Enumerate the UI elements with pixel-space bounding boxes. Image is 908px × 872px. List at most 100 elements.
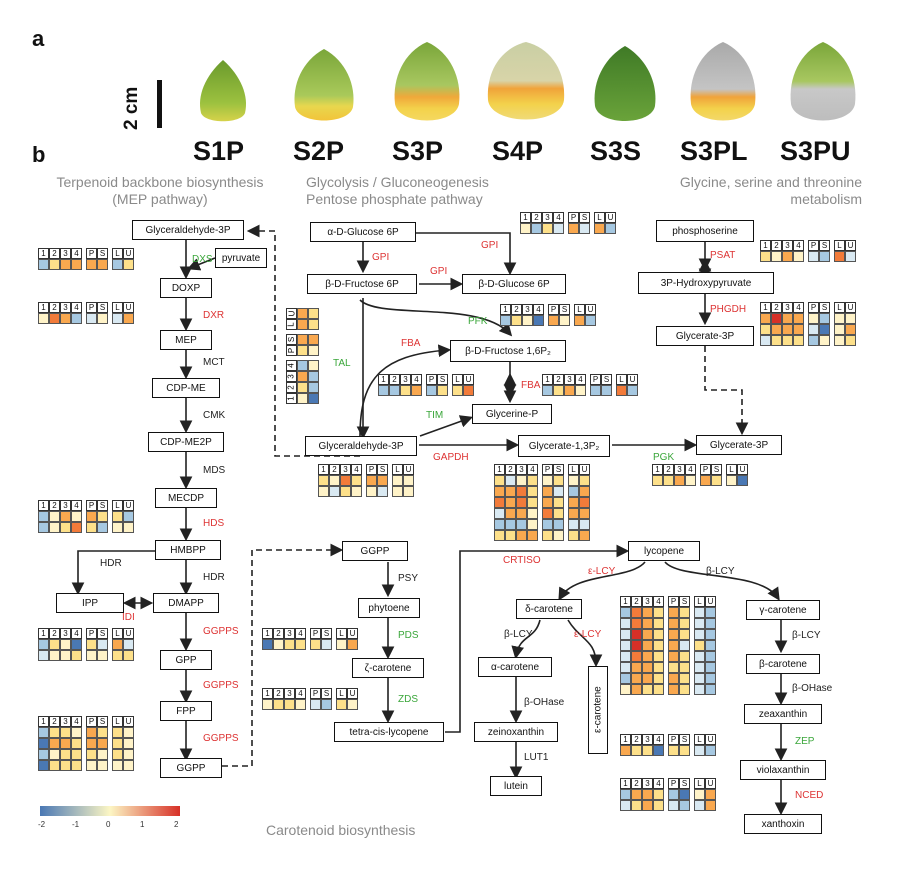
heatmap-header-cell: U [347,628,358,639]
heatmap-cell [97,313,108,324]
heatmap-cell [49,639,60,650]
enzyme-idi: IDI [122,612,135,623]
enzyme-mds: MDS [203,465,226,476]
stage-label-s1p: S1P [193,136,245,166]
heatmap-cell [652,475,663,486]
heatmap-header-cell: 3 [286,371,297,382]
heatmap-header-cell: L [452,374,463,385]
heatmap-cell [60,738,71,749]
heatmap-header-cell: 4 [793,302,804,313]
heatmap-cell [351,475,362,486]
heatmap-cell [297,371,308,382]
heatmap-cell [437,385,448,396]
node-delta-carotene: δ-carotene [516,599,582,619]
heatmap-cell [297,334,308,345]
heatmap-header-cell: 2 [49,628,60,639]
heatmap-header-cell: 3 [60,628,71,639]
heatmap-cell [411,385,422,396]
heatmap-header-cell: 2 [771,240,782,251]
heatmap-cell [527,508,538,519]
heatmap-header-cell: 3 [642,596,653,607]
heatmap-cell [49,738,60,749]
heatmap-header-cell: U [403,464,414,475]
panel-label-a: a [32,26,45,51]
heatmap-header-cell: U [123,716,134,727]
heatmap-cell [631,673,642,684]
heatmap-header-cell: 1 [760,302,771,313]
node-beta-d-fructose-16p2: β-D-Fructose 1,6P₂ [450,340,566,362]
heatmap-header-cell: U [347,688,358,699]
heatmap-cell [392,475,403,486]
heatmap-cell [679,745,690,756]
heatmap-cell [845,335,856,346]
heatmap-cell [403,475,414,486]
enzyme-gapdh: GAPDH [433,452,469,463]
heatmap-header-cell: S [97,248,108,259]
heatmap-cell [760,313,771,324]
heatmap-header-cell: L [112,716,123,727]
scale-bar [157,80,162,128]
heatmap-cell [685,475,696,486]
heatmap-header-cell: U [737,464,748,475]
heatmap-cell [533,315,544,326]
node-fpp: FPP [160,701,212,721]
heatmap-cell [527,530,538,541]
enzyme-psy: PSY [398,573,419,584]
heatmap-cell [819,251,830,262]
heatmap-cell [834,251,845,262]
heatmap-cell [845,251,856,262]
heatmap-header-cell: 2 [49,248,60,259]
heatmap-cell [400,385,411,396]
heatmap-cell [631,662,642,673]
heatmap-cell [564,385,575,396]
heatmap-cell [705,662,716,673]
enzyme-dxs: DXS [192,254,213,265]
heatmap-cell [694,662,705,673]
heatmap-header-cell: P [86,248,97,259]
petal-s3pl-image [690,42,756,121]
heatmap-header-cell: L [112,248,123,259]
heatmap-cell [71,650,82,661]
heatmap-header-cell: L [392,464,403,475]
heatmap-cell [705,789,716,800]
heatmap-header-cell: 2 [505,464,516,475]
heatmap-header-cell: 2 [553,374,564,385]
enzyme-beta-ohase-2: β-OHase [792,683,833,694]
heatmap-header-cell: S [679,596,690,607]
heatmap-cell [620,618,631,629]
heatmap-cell [679,618,690,629]
node-epsilon-carotene: ε-carotene [588,666,608,754]
heatmap-header-cell: L [694,778,705,789]
heatmap-header-cell: U [705,596,716,607]
enzyme-tal: TAL [333,358,351,369]
stage-label-s3pl: S3PL [680,136,748,166]
heatmap-cell [97,727,108,738]
node-gpp: GPP [160,650,212,670]
enzyme-zep: ZEP [795,736,815,747]
heatmap-header-cell: S [437,374,448,385]
heatmap-cell [38,259,49,270]
heatmap-cell [620,629,631,640]
heatmap-cell [123,749,134,760]
heatmap-cell [308,393,319,404]
heatmap-cell [771,324,782,335]
heatmap-header-cell: L [726,464,737,475]
enzyme-ggpps-1: GGPPS [203,626,239,637]
heatmap-header-cell: 3 [60,500,71,511]
heatmap-cell [318,475,329,486]
heatmap-header-cell: 4 [71,500,82,511]
heatmap-cell [694,618,705,629]
heatmap-cell [60,727,71,738]
heatmap-cell [86,522,97,533]
heatmap-cell [542,508,553,519]
heatmap-cell [86,727,97,738]
heatmap-cell [568,508,579,519]
node-hmbpp: HMBPP [155,540,221,560]
heatmap-header-cell: 1 [262,688,273,699]
heatmap-cell [553,497,564,508]
heatmap-cell [548,315,559,326]
heatmap-cell [123,738,134,749]
heatmap-cell [452,385,463,396]
